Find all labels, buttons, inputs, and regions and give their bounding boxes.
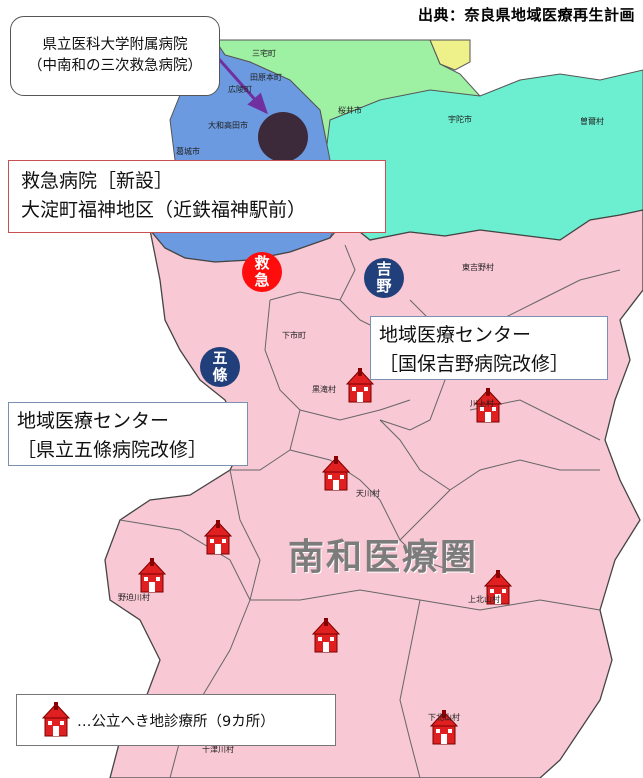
- municipality-label: 下市町: [282, 331, 306, 340]
- gojo-center-detail: ［県立五條病院改修］: [17, 438, 208, 461]
- municipality-label: 葛城市: [176, 147, 200, 156]
- clinic-house-icon: [311, 618, 341, 653]
- gojo-badge: 五 條: [200, 347, 240, 387]
- municipality-label: 宇陀市: [448, 115, 472, 124]
- municipality-label: 広陵町: [228, 85, 252, 94]
- municipality-label: 田原本町: [250, 73, 282, 82]
- yoshino-badge: 吉 野: [364, 258, 404, 298]
- emergency-hospital-callout: 救急病院［新設］ 大淀町福神地区（近鉄福神駅前）: [8, 160, 386, 233]
- yoshino-center-detail: ［国保吉野病院改修］: [379, 352, 570, 375]
- emergency-badge: 救 急: [242, 252, 282, 292]
- source-citation: 出典：奈良県地域医療再生計画: [417, 6, 635, 24]
- municipality-label: 桜井市: [338, 106, 362, 115]
- clinic-markers: [137, 368, 513, 745]
- municipality-label: 東吉野村: [462, 263, 494, 272]
- university-hospital-arrow: [216, 57, 268, 115]
- clinic-house-icon: [203, 520, 233, 555]
- municipality-label: 天川村: [356, 489, 380, 498]
- municipality-label: 下北山村: [428, 713, 460, 722]
- legend: …公立へき地診療所（9カ所）: [16, 694, 336, 746]
- municipality-label: 曽爾村: [580, 117, 604, 126]
- municipality-label: 川上村: [470, 399, 494, 408]
- university-hospital-name: 県立医科大学附属病院: [42, 36, 188, 53]
- municipality-label: 三宅町: [252, 49, 276, 58]
- clinic-house-icon: [137, 558, 167, 593]
- clinic-house-icon: [473, 388, 503, 423]
- university-hospital-callout: 県立医科大学附属病院 （中南和の三次救急病院）: [10, 16, 220, 96]
- emergency-hospital-location: 大淀町福神地区（近鉄福神駅前）: [21, 199, 307, 222]
- university-hospital-marker: [258, 112, 308, 162]
- municipality-label: 野迫川村: [118, 593, 150, 602]
- region-title: 南和医療圏: [288, 537, 479, 578]
- clinic-house-icon: [429, 710, 459, 745]
- clinic-house-icon: [41, 702, 71, 737]
- municipality-label: 十津川村: [202, 745, 234, 754]
- yoshino-center-title: 地域医療センター: [379, 324, 532, 346]
- clinic-house-icon: [345, 368, 375, 403]
- university-hospital-role: （中南和の三次救急病院）: [28, 58, 202, 74]
- municipality-label: 大和高田市: [208, 121, 248, 130]
- emergency-hospital-title: 救急病院［新設］: [21, 170, 174, 192]
- clinic-house-icon: [483, 570, 513, 605]
- yoshino-center-callout: 地域医療センター ［国保吉野病院改修］: [370, 316, 608, 380]
- legend-text: …公立へき地診療所（9カ所）: [77, 713, 275, 730]
- clinic-house-icon: [321, 456, 351, 491]
- gojo-center-callout: 地域医療センター ［県立五條病院改修］: [8, 402, 248, 466]
- municipality-label: 黒滝村: [312, 385, 336, 394]
- municipality-label: 上北山村: [468, 595, 500, 604]
- gojo-center-title: 地域医療センター: [17, 410, 170, 432]
